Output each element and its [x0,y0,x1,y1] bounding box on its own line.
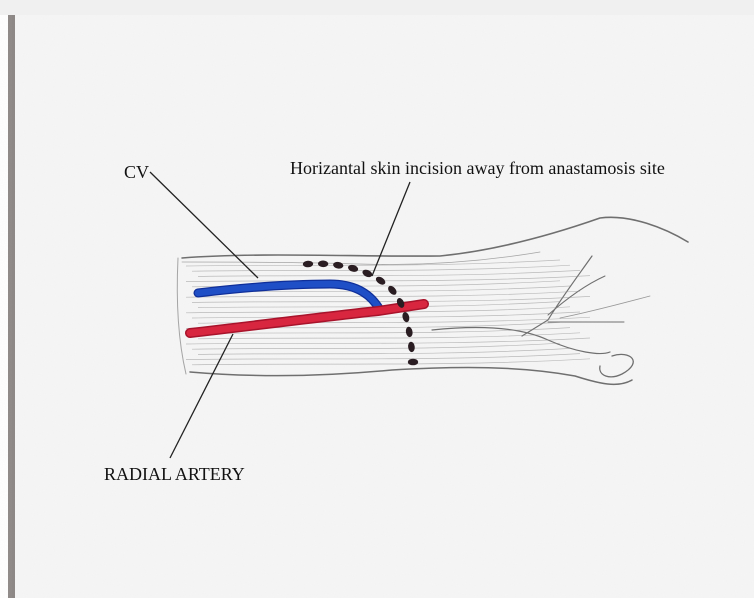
scan-edge-top [0,0,754,15]
incision-label: Horizantal skin incision away from anast… [290,158,665,178]
scan-edge-left [8,14,15,598]
radial-artery-label: RADIAL ARTERY [104,464,245,484]
cv-label: CV [124,162,149,182]
incision-dot [408,359,418,366]
